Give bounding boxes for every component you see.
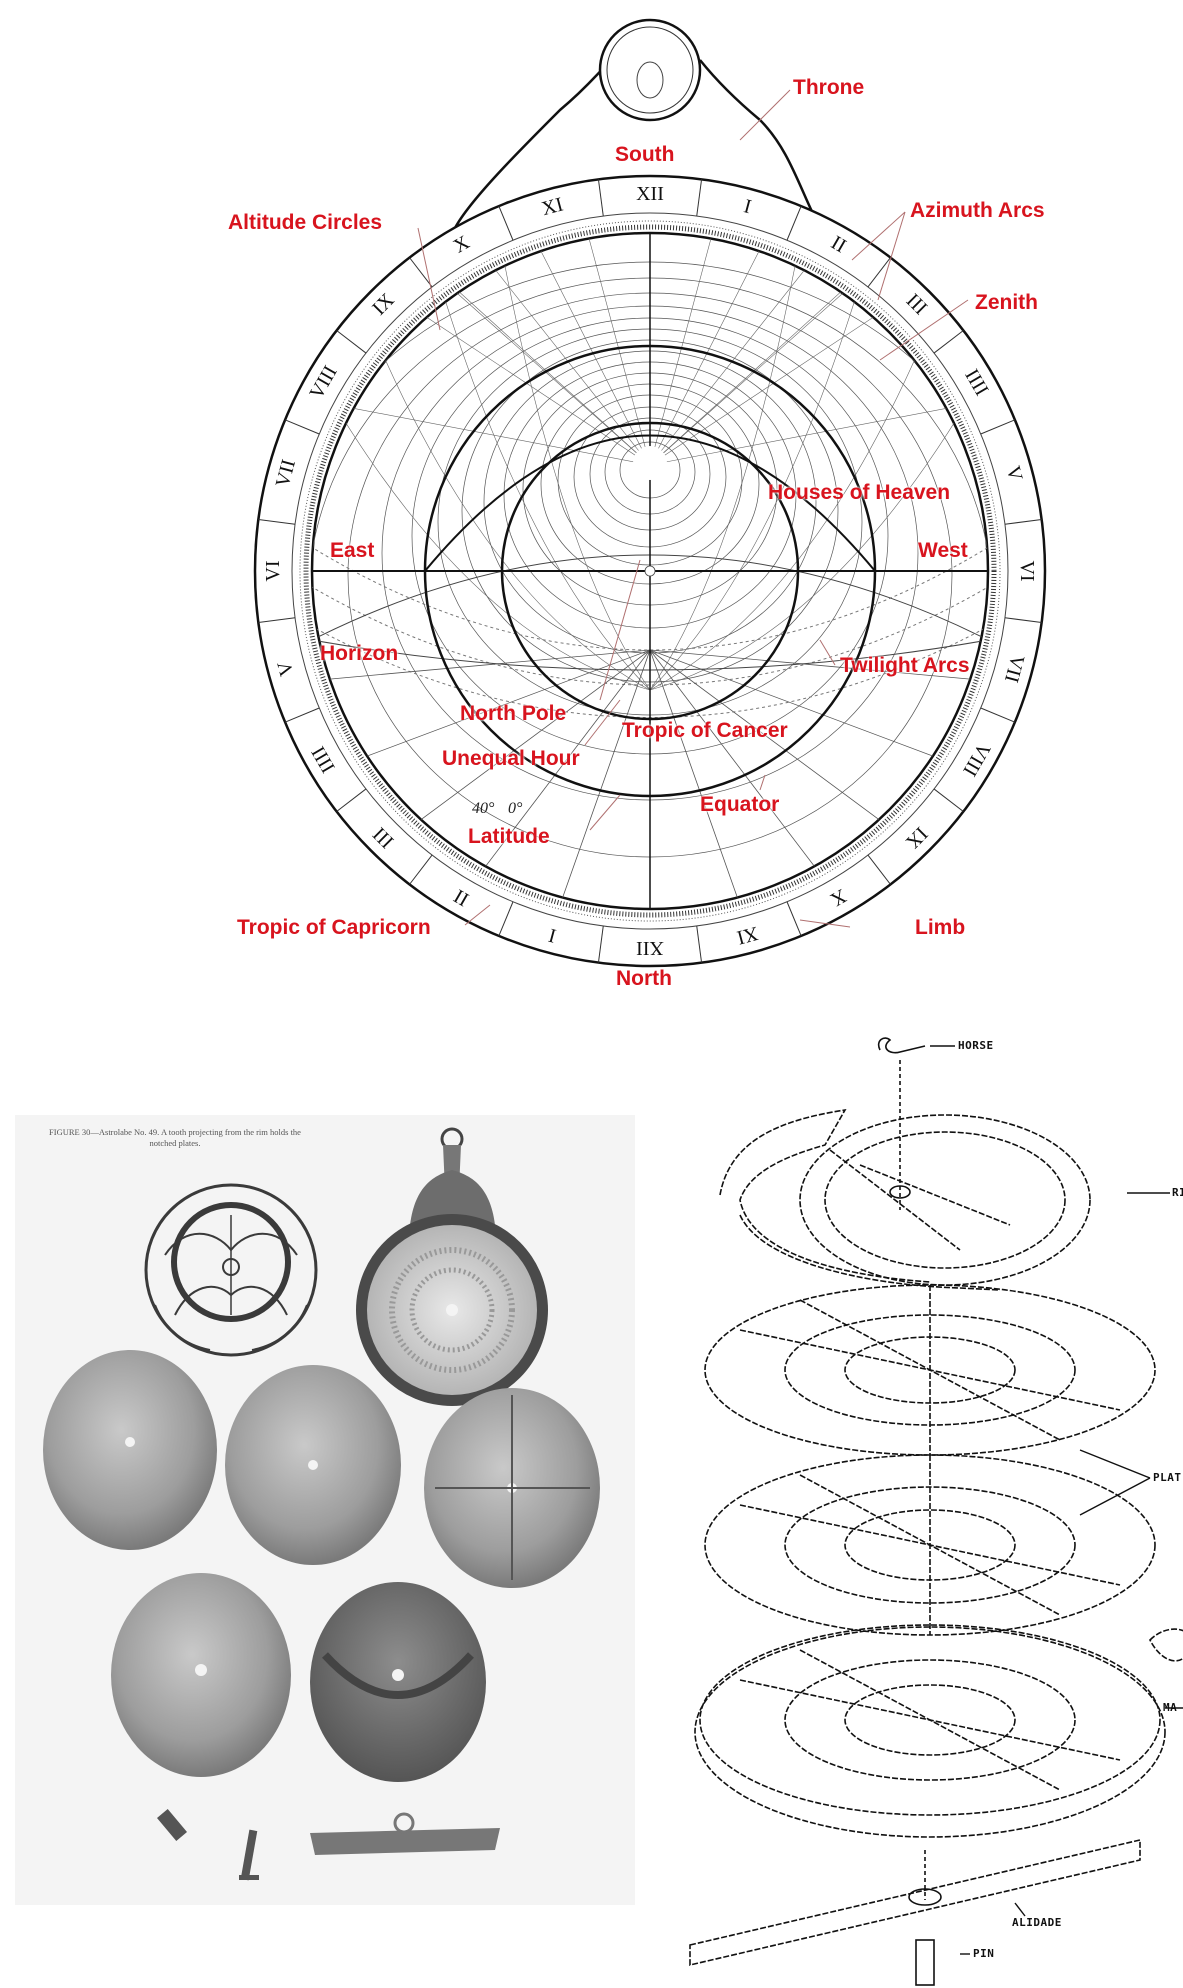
- rete-photo: [144, 1183, 318, 1357]
- astrolabe-parts-photo: FIGURE 30—Astrolabe No. 49. A tooth proj…: [15, 1115, 635, 1905]
- label-limb: Limb: [915, 916, 966, 939]
- svg-text:V: V: [1002, 464, 1027, 484]
- astrolabe-exploded-diagram: HORSE RI PLAT MA ALIDADE PIN: [680, 1020, 1183, 1988]
- svg-text:XII: XII: [636, 183, 664, 205]
- label-rete: RI: [1172, 1186, 1183, 1199]
- label-horse: HORSE: [958, 1039, 994, 1052]
- label-azimuth-arcs: Azimuth Arcs: [910, 199, 1045, 222]
- label-alidade: ALIDADE: [1012, 1916, 1062, 1929]
- label-zenith: Zenith: [975, 291, 1038, 314]
- label-east: East: [330, 539, 375, 562]
- label-tropic-of-cancer: Tropic of Cancer: [622, 719, 788, 742]
- label-pin: PIN: [973, 1947, 995, 1960]
- photo-drawing: [43, 1127, 600, 1881]
- zero-degree-value: 0°: [508, 800, 523, 817]
- svg-text:VI: VI: [262, 560, 284, 581]
- plates-photo: [43, 1350, 600, 1782]
- astrolabe-labeled-diagram: XII I II III IIII V VI VII VIII IX X XI …: [228, 18, 1047, 990]
- label-houses-of-heaven: Houses of Heaven: [768, 481, 951, 504]
- label-latitude: Latitude: [468, 825, 550, 848]
- figure-caption: FIGURE 30—Astrolabe No. 49. A tooth proj…: [49, 1127, 301, 1149]
- label-west: West: [918, 539, 968, 562]
- svg-text:XII: XII: [636, 937, 664, 959]
- label-throne: Throne: [793, 76, 865, 99]
- svg-text:V: V: [273, 658, 298, 678]
- label-north: North: [616, 967, 672, 990]
- astrolabe-drawing: XII I II III IIII V VI VII VIII IX X XI …: [253, 18, 1047, 968]
- label-mater: MA: [1163, 1701, 1178, 1714]
- label-horizon: Horizon: [320, 642, 399, 665]
- label-tropic-of-capricorn: Tropic of Capricorn: [237, 916, 431, 939]
- label-north-pole: North Pole: [460, 702, 567, 725]
- label-equator: Equator: [700, 793, 780, 816]
- svg-text:VI: VI: [1016, 560, 1038, 581]
- label-south: South: [615, 143, 675, 166]
- small-parts-photo: [156, 1809, 500, 1881]
- label-altitude-circles: Altitude Circles: [228, 211, 383, 234]
- mater-photo: [356, 1127, 548, 1406]
- label-plates: PLAT: [1153, 1471, 1182, 1484]
- latitude-degree-value: 40°: [472, 800, 495, 817]
- label-unequal-hour: Unequal Hour: [442, 747, 580, 770]
- exploded-drawing: [689, 1037, 1183, 1986]
- label-twilight-arcs: Twilight Arcs: [840, 654, 970, 677]
